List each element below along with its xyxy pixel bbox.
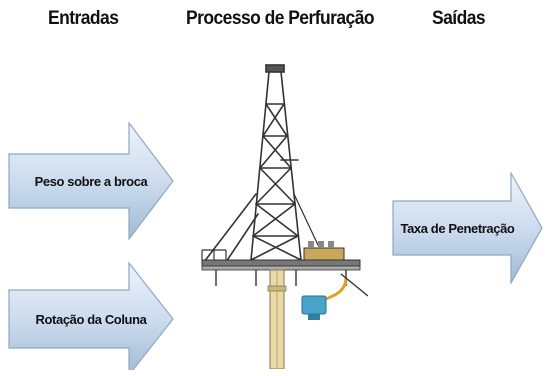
arrow-shape [8,262,174,370]
process-heading: Processo de Perfuração [186,8,375,29]
input-arrow-string-rotation: Rotação da Coluna [8,262,174,370]
input-label-weight-on-bit: Peso sobre a broca [34,173,148,189]
output-label-rate-of-penetration: Taxa de Penetração [400,220,515,236]
output-arrow-rate-of-penetration: Taxa de Penetração [392,172,544,284]
arrow-shape [8,122,174,240]
arrow-shape [392,172,543,284]
inputs-heading: Entradas [48,8,119,29]
outputs-heading: Saídas [432,8,486,29]
input-arrow-weight-on-bit: Peso sobre a broca [8,122,174,240]
input-label-string-rotation: Rotação da Coluna [35,311,147,327]
drilling-rig-icon [201,64,368,369]
